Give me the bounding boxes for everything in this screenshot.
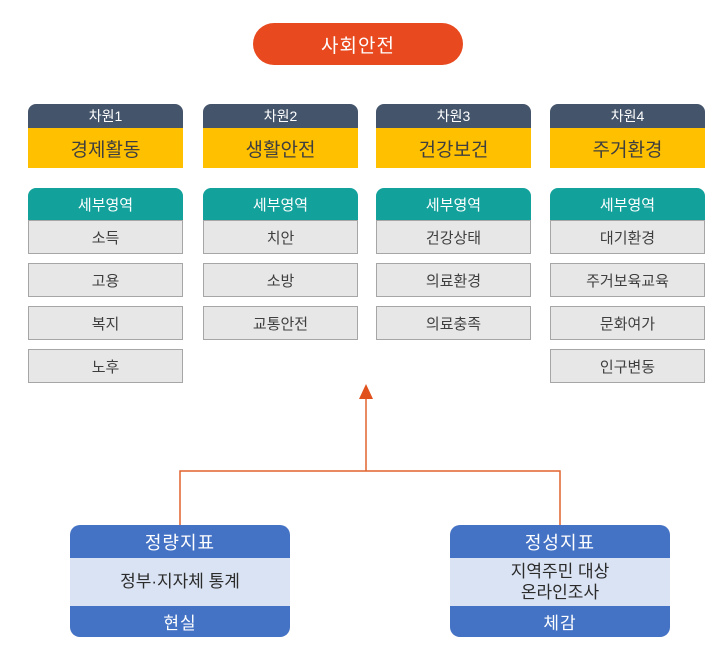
detail-item: 주거보육교육 xyxy=(550,263,705,297)
detail-item: 대기환경 xyxy=(550,220,705,254)
detail-area-header-3: 세부영역 xyxy=(376,188,531,220)
dimension-2-header: 차원2 xyxy=(203,104,358,128)
detail-item: 소득 xyxy=(28,220,183,254)
detail-item: 문화여가 xyxy=(550,306,705,340)
detail-item: 소방 xyxy=(203,263,358,297)
qualitative-header: 정성지표 xyxy=(450,525,670,558)
column-dimension-3: 차원3 건강보건 세부영역 건강상태 의료환경 의료충족 xyxy=(376,104,531,340)
quantitative-footer: 현실 xyxy=(70,606,290,637)
detail-item: 교통안전 xyxy=(203,306,358,340)
column-dimension-1: 차원1 경제활동 세부영역 소득 고용 복지 노후 xyxy=(28,104,183,383)
dimension-1-category: 경제활동 xyxy=(28,128,183,168)
arrowhead-icon xyxy=(359,384,373,399)
detail-item: 고용 xyxy=(28,263,183,297)
detail-area-header-1: 세부영역 xyxy=(28,188,183,220)
qualitative-footer: 체감 xyxy=(450,606,670,637)
detail-item: 치안 xyxy=(203,220,358,254)
dimension-3-category: 건강보건 xyxy=(376,128,531,168)
detail-area-header-4: 세부영역 xyxy=(550,188,705,220)
column-dimension-4: 차원4 주거환경 세부영역 대기환경 주거보육교육 문화여가 인구변동 xyxy=(550,104,705,383)
detail-area-header-2: 세부영역 xyxy=(203,188,358,220)
dimension-3-header: 차원3 xyxy=(376,104,531,128)
dimension-1-header: 차원1 xyxy=(28,104,183,128)
dimension-4-category: 주거환경 xyxy=(550,128,705,168)
detail-item: 의료환경 xyxy=(376,263,531,297)
column-dimension-2: 차원2 생활안전 세부영역 치안 소방 교통안전 xyxy=(203,104,358,340)
dimension-2-category: 생활안전 xyxy=(203,128,358,168)
detail-item: 건강상태 xyxy=(376,220,531,254)
detail-item: 인구변동 xyxy=(550,349,705,383)
dimension-4-header: 차원4 xyxy=(550,104,705,128)
detail-item: 복지 xyxy=(28,306,183,340)
detail-item: 의료충족 xyxy=(376,306,531,340)
quantitative-body: 정부·지자체 통계 xyxy=(70,558,290,606)
indicator-quantitative: 정량지표 정부·지자체 통계 현실 xyxy=(70,525,290,637)
title-pill: 사회안전 xyxy=(253,23,463,65)
qualitative-body: 지역주민 대상 온라인조사 xyxy=(450,558,670,606)
detail-item: 노후 xyxy=(28,349,183,383)
quantitative-header: 정량지표 xyxy=(70,525,290,558)
indicator-qualitative: 정성지표 지역주민 대상 온라인조사 체감 xyxy=(450,525,670,637)
